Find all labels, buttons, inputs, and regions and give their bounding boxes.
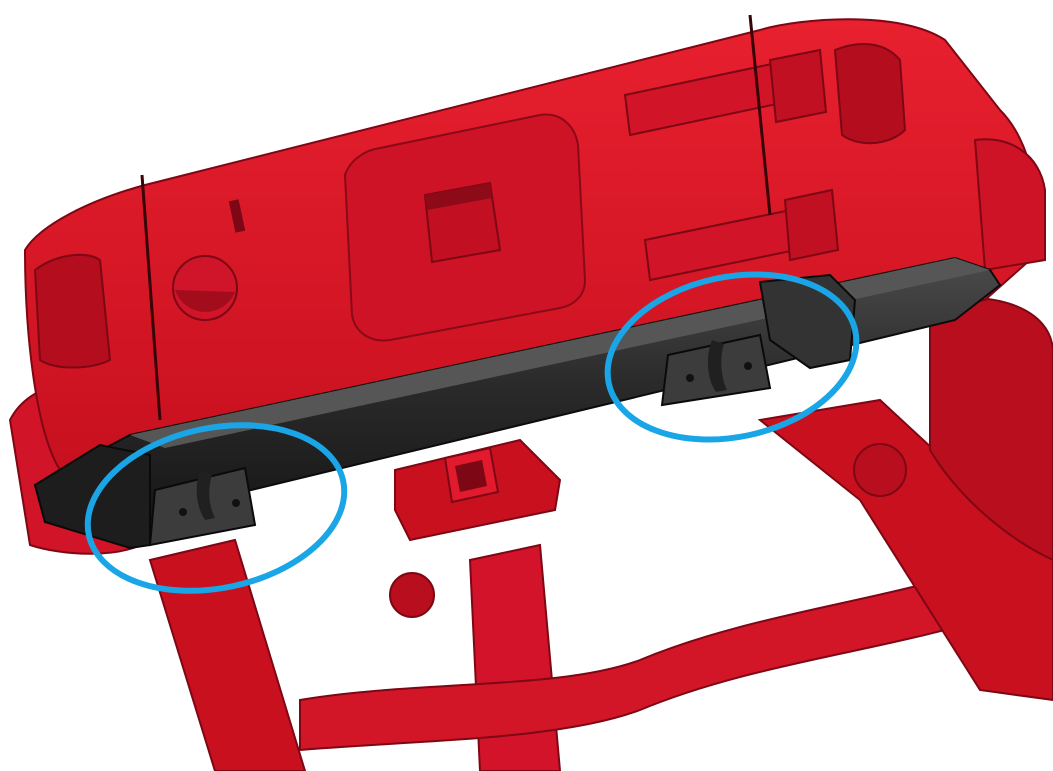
- left-d-ring: [196, 470, 215, 520]
- suspension-bushing: [389, 572, 435, 618]
- right-frame-rail: [757, 398, 1053, 702]
- suspension-bushing: [853, 443, 907, 497]
- mount-bolt: [744, 362, 752, 370]
- lower-hinge-bracket: [783, 188, 840, 262]
- antenna-line: [140, 174, 162, 421]
- license-plate-lip: [425, 183, 492, 210]
- spare-tire-mount-shade: [175, 290, 235, 312]
- left-frame-rail: [148, 538, 307, 771]
- left-taillight-housing: [33, 253, 112, 369]
- mount-bolt: [179, 508, 187, 516]
- right-d-ring: [707, 340, 727, 392]
- mount-bolt: [686, 374, 694, 382]
- reflector-slot: [228, 199, 246, 233]
- right-highlight-ring: [604, 271, 860, 443]
- highlight-annotations: [84, 271, 860, 594]
- mount-bolt: [232, 499, 240, 507]
- rear-bumper: [33, 256, 1002, 550]
- right-taillight-housing: [833, 43, 907, 145]
- antenna-line: [748, 14, 772, 216]
- rear-body-tub: [23, 14, 1046, 471]
- upper-hinge-bracket: [768, 48, 828, 124]
- receiver-opening: [455, 460, 487, 492]
- left-highlight-ring: [84, 422, 348, 594]
- right-corner-panel: [973, 138, 1046, 272]
- hitch-receiver: [394, 438, 562, 542]
